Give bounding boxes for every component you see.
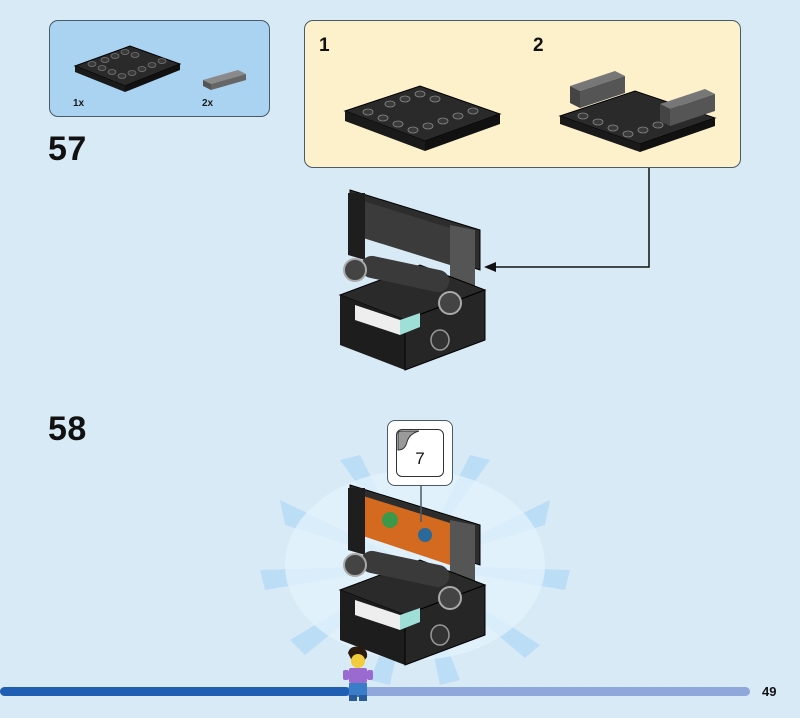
callout-pointer bbox=[420, 486, 422, 522]
part-quantity: 2x bbox=[202, 98, 214, 109]
substep-box: 1 2 bbox=[304, 20, 741, 168]
substep-number: 2 bbox=[533, 35, 544, 56]
sticker-callout: 7 bbox=[387, 420, 453, 486]
parts-list-box: 1x 2x bbox=[49, 20, 270, 117]
tv-stand-with-sticker bbox=[338, 484, 487, 666]
gray-tile-1x3-icon bbox=[203, 70, 246, 90]
black-plate-assembly-2 bbox=[558, 71, 717, 152]
black-plate-assembly-1 bbox=[343, 85, 502, 151]
part-quantity: 1x bbox=[73, 98, 85, 109]
substep-number: 1 bbox=[319, 35, 330, 56]
step-number: 57 bbox=[48, 130, 87, 168]
progress-bar bbox=[0, 687, 750, 696]
sticker-icon: 7 bbox=[396, 429, 444, 477]
assembly-arrow bbox=[484, 168, 650, 272]
peel-corner-icon bbox=[397, 430, 420, 451]
tv-stand-model bbox=[338, 189, 487, 371]
step-number: 58 bbox=[48, 410, 87, 448]
black-plate-4x6-icon bbox=[73, 45, 182, 92]
page-number: 49 bbox=[762, 684, 777, 699]
minifigure-progress-marker bbox=[343, 646, 373, 701]
sticker-number: 7 bbox=[415, 449, 425, 468]
